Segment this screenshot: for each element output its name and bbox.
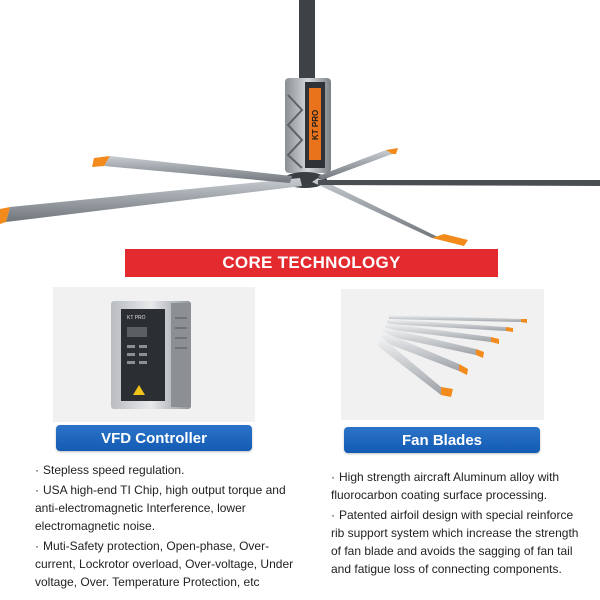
fan-blades-image: [341, 289, 544, 420]
fan-blades-title: Fan Blades: [344, 427, 540, 453]
core-technology-banner: CORE TECHNOLOGY: [125, 249, 498, 277]
feature-item: ·Stepless speed regulation.: [35, 463, 185, 477]
feature-item: ·Muti-Safety protection, Open-phase, Ove…: [35, 539, 294, 589]
fan-blade-upper-left: [92, 156, 292, 183]
feature-item: ·USA high-end TI Chip, high output torqu…: [35, 483, 286, 533]
hero-fan-image: KT PRO: [0, 0, 600, 246]
motor-label: KT PRO: [311, 110, 320, 140]
warning-icon: [133, 385, 145, 395]
feature-item: ·High strength aircraft Aluminum alloy w…: [331, 470, 560, 502]
feature-item: ·Patented airfoil design with special re…: [331, 508, 579, 576]
vfd-controller-image: KT PRO: [53, 287, 255, 422]
fan-blade-right: [318, 180, 600, 186]
vfd-controller-title: VFD Controller: [56, 425, 252, 451]
fan-blade-back: [318, 148, 398, 180]
fan-blade-front: [312, 178, 468, 246]
fan-blade-left: [0, 178, 302, 224]
vfd-controller-features: ·Stepless speed regulation. ·USA high-en…: [35, 461, 300, 593]
controller-panel-label: KT PRO: [127, 315, 146, 321]
fan-blades-features: ·High strength aircraft Aluminum alloy w…: [331, 468, 581, 580]
down-rod: [299, 0, 315, 82]
